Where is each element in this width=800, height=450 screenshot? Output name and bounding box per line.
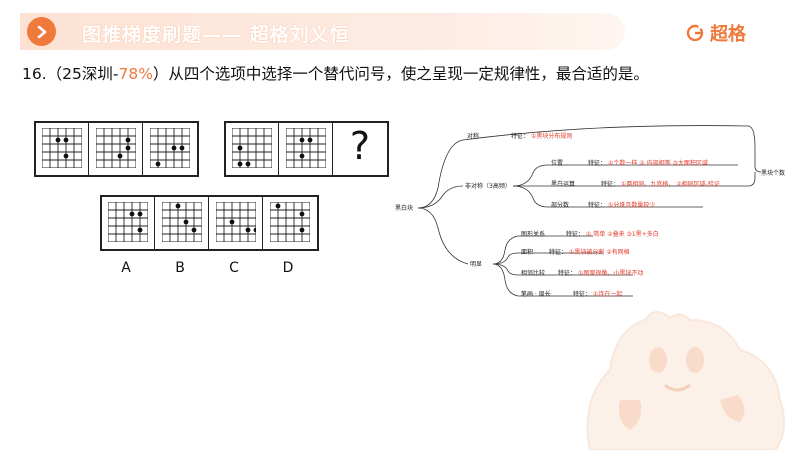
brand-logo: 超格 <box>686 20 746 46</box>
option-panel-d[interactable] <box>264 197 316 249</box>
mm-shape-relation: 图形关系 <box>521 231 546 238</box>
chevron-right-icon <box>37 25 46 38</box>
mind-map-lines <box>417 125 762 297</box>
accuracy-percent: 78% <box>118 65 153 83</box>
mm-adjacent-feature: ①图案很像、小黑块不动 <box>578 270 644 277</box>
grid-dot <box>183 219 189 225</box>
option-label-c: C <box>229 260 239 276</box>
options-row <box>100 195 319 251</box>
mm-shape-feature-label: 特征： <box>566 231 585 238</box>
mm-partial-feature: ①分堆且数量较少 <box>608 202 656 209</box>
question-row-right: ? <box>224 121 389 177</box>
grid-dot <box>125 145 131 151</box>
grid-dot <box>175 203 181 209</box>
grid-dot <box>129 211 135 217</box>
question-mark: ? <box>349 124 371 168</box>
question-body: ）从四个选项中选择一个替代问号，使之呈现一定规律性，最合适的是。 <box>152 65 649 83</box>
grid-dot <box>237 161 243 167</box>
mm-stroke: 笔画 · 周长 <box>521 291 551 298</box>
mm-bw-feature-label: 特征： <box>601 181 620 188</box>
grid-dot <box>237 145 243 151</box>
mm-stroke-feature-label: 特征： <box>573 291 592 298</box>
mm-area: 面积 <box>521 249 534 256</box>
title-banner <box>20 13 625 50</box>
grid-dot <box>137 227 143 233</box>
grid-dot <box>307 137 313 143</box>
mm-adjacent-feature-label: 特征： <box>558 270 577 277</box>
grid-dot <box>229 219 235 225</box>
option-panel-c[interactable] <box>210 197 263 249</box>
mm-branch-symmetric: 对称 <box>467 133 480 140</box>
option-label-b: B <box>175 260 185 276</box>
grid-dot <box>245 227 251 233</box>
grid-dot <box>155 161 161 167</box>
grid-lines <box>96 128 136 168</box>
question-row-left <box>34 121 199 177</box>
lesson-title: 图推梯度刷题—— 超格刘义恒 <box>82 24 350 46</box>
play-button[interactable] <box>27 17 56 46</box>
grid-lines <box>108 202 148 242</box>
option-label-d: D <box>282 260 294 276</box>
question-text: 16.（25深圳-78%）从四个选项中选择一个替代问号，使之呈现一定规律性，最合… <box>22 62 649 84</box>
question-panel-unknown: ? <box>334 123 386 175</box>
grid-lines <box>42 128 82 168</box>
header-bar: 图推梯度刷题—— 超格刘义恒 超格 <box>0 0 800 56</box>
mm-bw-feature: ①两相同、九宫格、 ②相同区域-验证 <box>621 181 720 188</box>
grid-dot <box>125 137 131 143</box>
grid-lines <box>270 202 310 242</box>
mm-symmetric-feature-label: 特征： <box>511 133 530 140</box>
question-panel-2 <box>90 123 143 175</box>
logo-icon <box>686 24 704 42</box>
mm-stroke-feature: ①连在一起 <box>593 291 623 298</box>
question-panel-1 <box>36 123 89 175</box>
grid-lines <box>216 202 256 242</box>
grid-lines <box>150 128 190 168</box>
mm-shape-feature: ① 简单 ②叠来 ③1黑+多白 <box>586 231 659 238</box>
mm-partial-feature-label: 特征： <box>588 202 607 209</box>
mm-adjacent: 相邻比较 <box>521 270 546 277</box>
mm-position-feature-label: 特征： <box>588 160 607 167</box>
grid-dot <box>179 145 185 151</box>
question-prefix: 16.（25深圳- <box>22 65 119 83</box>
logo-text: 超格 <box>710 24 746 45</box>
grid-dot <box>117 153 123 159</box>
grid-dot <box>253 227 256 233</box>
grid-dot <box>299 211 305 217</box>
option-panel-a[interactable] <box>102 197 155 249</box>
option-label-a: A <box>121 260 131 276</box>
mm-branch-asymmetric: 非对称（3高频） <box>465 183 511 190</box>
mm-area-feature: ①黑块被分割 ②有网格 <box>569 249 630 256</box>
grid-lines <box>286 128 326 168</box>
question-panel-3 <box>144 123 196 175</box>
mm-black-white-op: 黑白运算 <box>551 181 576 188</box>
mm-black-count: 黑块个数 <box>761 170 786 177</box>
grid-lines <box>162 202 202 242</box>
mm-partial-count: 部分数 <box>551 202 570 209</box>
mm-position-feature: ①个数一样 ② 内部相等 ③大面积区域 <box>608 160 708 167</box>
option-panel-b[interactable] <box>156 197 209 249</box>
mm-symmetric-feature: ①黑块分布规则 <box>531 133 573 140</box>
grid-dot <box>63 137 69 143</box>
grid-dot <box>299 137 305 143</box>
grid-dot <box>55 137 61 143</box>
mm-area-feature-label: 特征： <box>549 249 568 256</box>
mind-map: 黑白块 对称 特征： ①黑块分布规则 非对称（3高频） 位置 特征： ①个数一样… <box>393 118 786 303</box>
grid-dot <box>245 161 251 167</box>
question-panel-5 <box>280 123 333 175</box>
question-panel-4 <box>226 123 279 175</box>
grid-dot <box>171 145 177 151</box>
grid-dot <box>137 211 143 217</box>
grid-dot <box>191 227 197 233</box>
mm-position: 位置 <box>551 160 564 167</box>
puzzle-figure: ? A B C D <box>34 121 389 286</box>
grid-dot <box>299 153 305 159</box>
mascot-watermark <box>586 311 785 450</box>
grid-dot <box>275 203 281 209</box>
grid-dot <box>299 227 305 233</box>
mm-root: 黑白块 <box>395 205 414 212</box>
grid-dot <box>63 153 69 159</box>
grid-lines <box>232 128 272 168</box>
mm-branch-clear: 明显 <box>470 261 483 268</box>
